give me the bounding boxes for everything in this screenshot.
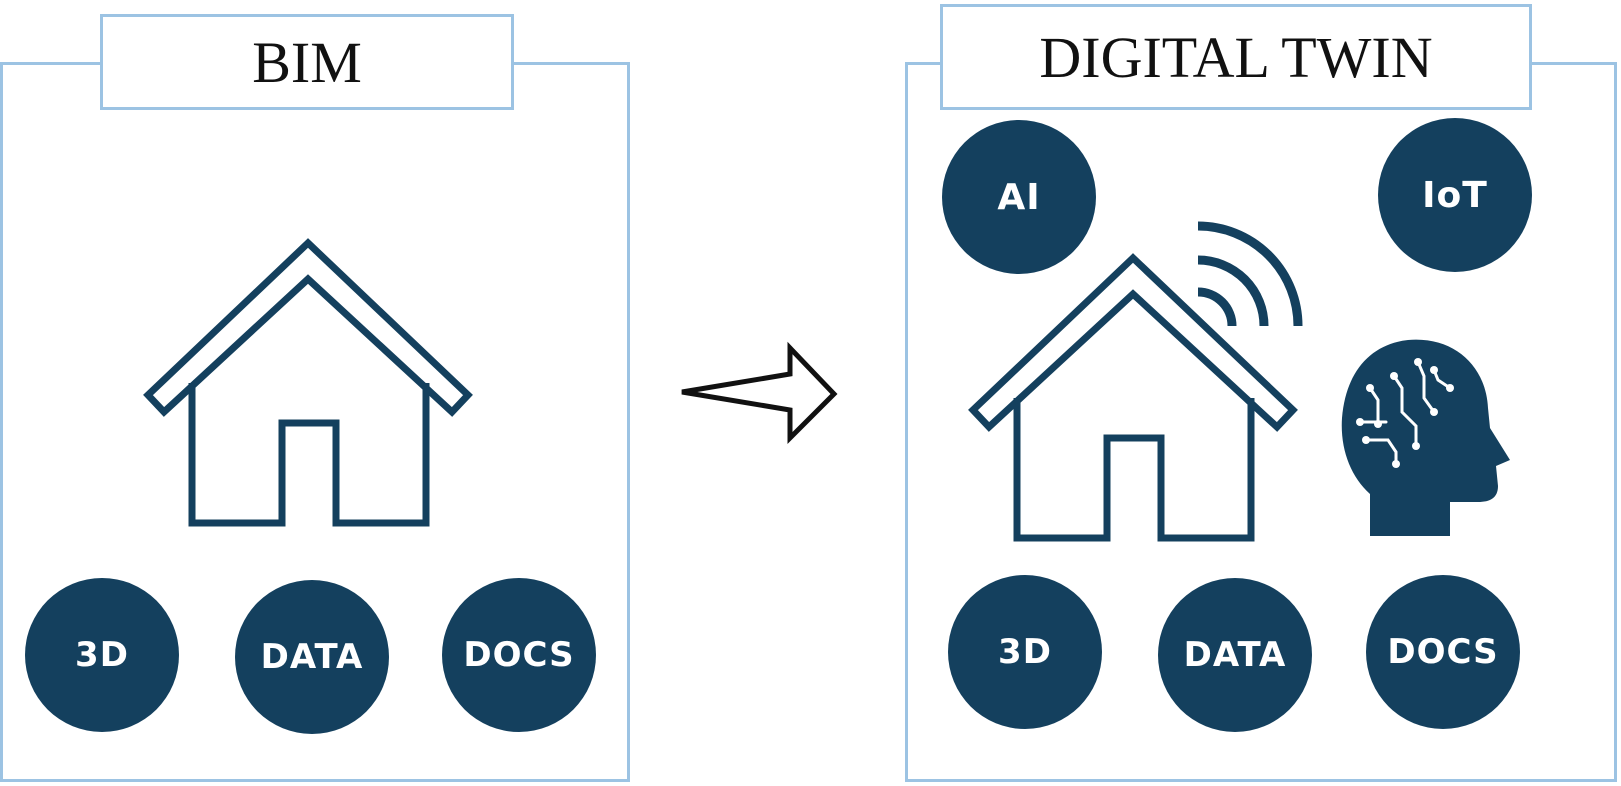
arrow-right-icon bbox=[681, 341, 838, 445]
bim-badge-docs: DOCS bbox=[442, 578, 596, 732]
ai-head-icon bbox=[1341, 339, 1510, 536]
twin-badge-docs: DOCS bbox=[1366, 575, 1520, 729]
digital-twin-title-text: DIGITAL TWIN bbox=[1039, 24, 1433, 90]
wifi-signal-icon bbox=[1197, 221, 1303, 327]
house-icon bbox=[968, 253, 1298, 542]
twin-badge-data: DATA bbox=[1158, 578, 1312, 732]
bim-badge-data: DATA bbox=[235, 580, 389, 734]
twin-badge-iot: IoT bbox=[1378, 118, 1532, 272]
twin-badge-ai: AI bbox=[942, 120, 1096, 274]
digital-twin-title: DIGITAL TWIN bbox=[940, 4, 1532, 110]
house-icon bbox=[143, 238, 473, 527]
twin-badge-3d: 3D bbox=[948, 575, 1102, 729]
bim-title: BIM bbox=[100, 14, 514, 110]
bim-title-text: BIM bbox=[252, 29, 362, 95]
bim-badge-3d: 3D bbox=[25, 578, 179, 732]
